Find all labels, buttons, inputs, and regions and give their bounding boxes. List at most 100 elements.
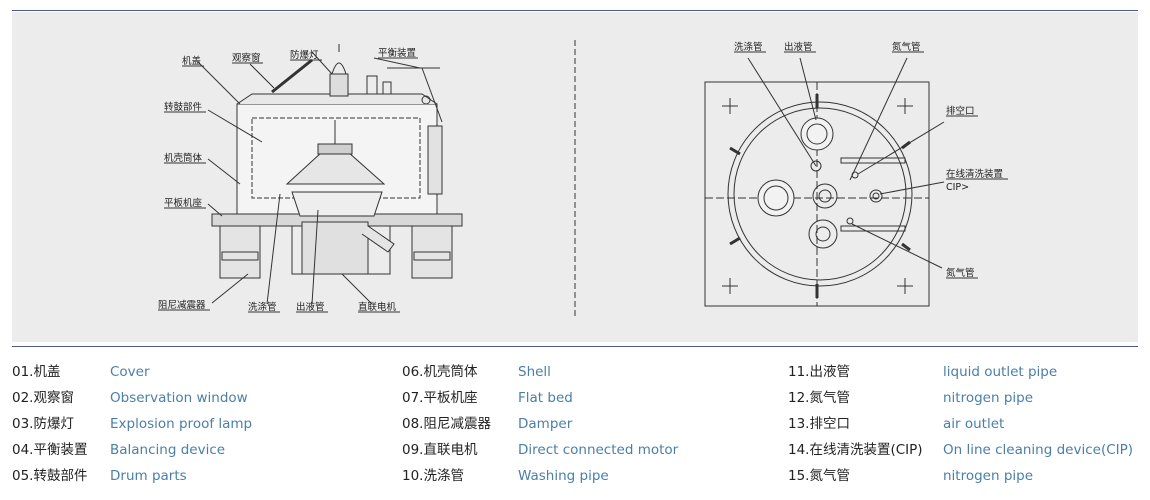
legend-cn: 05.转鼓部件 (12, 468, 88, 484)
legend-en: nitrogen pipe (943, 390, 1034, 406)
observation-window-shape (271, 58, 313, 94)
label-lamp: 防爆灯 (290, 49, 319, 61)
leader-top-wash (747, 57, 817, 167)
top-cip-port-shape (869, 189, 883, 203)
label-top-nitrogen: 氮气管 (892, 41, 921, 53)
lamp-top-shape (331, 62, 347, 75)
leader-top-nitrogen (849, 57, 908, 181)
top-pipe-b-shape (382, 81, 392, 95)
side-view-drawing (197, 44, 463, 305)
motor-shape (301, 221, 369, 275)
legend-en: nitrogen pipe (943, 468, 1034, 484)
legend-en: air outlet (943, 416, 1005, 432)
damper-left-band (221, 251, 259, 261)
top-view-labels: 洗涤管 出液管 氮气管 排空口 在线清洗装置 CIP> 氮气管 (734, 41, 1008, 279)
leader-top-nitrogen-2 (851, 223, 943, 269)
legend-en: On line cleaning device(CIP) (943, 442, 1134, 458)
legend-en: Cover (110, 364, 150, 380)
legend-en: Shell (518, 364, 551, 380)
hub-cap-shape (317, 143, 353, 155)
top-lower-port-inner (815, 226, 831, 242)
diagram-svg: 机盖 观察窗 防爆灯 平衡装置 转鼓部件 机壳筒体 平板机座 阻尼减震器 洗涤管… (158, 40, 1008, 318)
leader-bed (207, 203, 223, 217)
legend-en: Balancing device (110, 442, 226, 458)
legend-cn: 01.机盖 (12, 364, 61, 380)
leader-window (249, 63, 275, 89)
top-cip-port-inner (872, 192, 880, 200)
top-outlet-pipe-inner (806, 123, 828, 145)
legend-cn: 04.平衡装置 (12, 442, 88, 458)
label-top-cip2: CIP> (946, 182, 969, 193)
label-top-nitrogen-2: 氮气管 (946, 267, 975, 279)
top-lower-port-shape (808, 219, 838, 249)
side-view-labels: 机盖 观察窗 防爆灯 平衡装置 转鼓部件 机壳筒体 平板机座 阻尼减震器 洗涤管… (158, 47, 418, 313)
legend-cn: 13.排空口 (788, 416, 850, 432)
legend-en: Explosion proof lamp (110, 416, 253, 432)
leader-motor (341, 273, 373, 305)
leader-outlet (311, 209, 319, 305)
top-stud-nw (729, 146, 741, 156)
damper-right-band (413, 251, 451, 261)
legend-cn: 12.氮气管 (788, 390, 850, 406)
top-inner-shell-shape (733, 107, 907, 281)
legend-cn: 07.平板机座 (402, 390, 478, 406)
legend-cn: 10.洗涤管 (402, 468, 464, 484)
legend-en: Direct connected motor (518, 442, 679, 458)
top-stud-se (901, 242, 911, 252)
legend-en: Washing pipe (518, 468, 609, 484)
leader-balance (373, 57, 421, 69)
legend-cn: 03.防爆灯 (12, 416, 74, 432)
label-top-cip: 在线清洗装置 (946, 168, 1003, 180)
top-nitrogen-port-shape (846, 217, 854, 225)
legend-cn: 08.阻尼减震器 (402, 416, 491, 432)
leader-lamp (311, 51, 333, 75)
legend-en: liquid outlet pipe (943, 364, 1058, 380)
label-balance: 平衡装置 (378, 47, 416, 59)
legend-en: Observation window (110, 390, 248, 406)
label-shell: 机壳筒体 (164, 152, 203, 164)
leader-wash (266, 193, 281, 305)
label-damper: 阻尼减震器 (158, 299, 206, 311)
top-outer-shell-shape (727, 101, 913, 287)
top-view-drawing (704, 57, 945, 307)
top-stud-sw (729, 236, 741, 246)
leader-drum (207, 109, 263, 143)
diagram-panel: 机盖 观察窗 防爆灯 平衡装置 转鼓部件 机壳筒体 平板机座 阻尼减震器 洗涤管… (12, 12, 1138, 342)
lamp-shape (329, 73, 349, 97)
label-bed: 平板机座 (164, 197, 203, 209)
legend-cn: 02.观察窗 (12, 390, 74, 406)
top-bracket-lower (840, 225, 906, 232)
label-cover: 机盖 (182, 55, 202, 67)
label-outlet: 出液管 (296, 301, 325, 313)
top-rule (12, 10, 1138, 11)
legend-cn: 06.机壳筒体 (402, 364, 478, 380)
balance-link-shape (421, 67, 443, 123)
balance-pivot-shape (421, 95, 431, 105)
label-top-air: 排空口 (946, 105, 975, 117)
leader-top-cip (879, 181, 945, 195)
leader-damper (211, 273, 249, 304)
label-drum: 转鼓部件 (164, 101, 203, 113)
leader-shell (207, 158, 241, 185)
top-center-hub-inner (818, 189, 832, 203)
legend-en: Flat bed (518, 390, 573, 406)
legend-cn: 11.出液管 (788, 364, 850, 380)
legend-en: Damper (518, 416, 573, 432)
top-motor-shape (757, 179, 795, 217)
top-bracket-upper (840, 157, 906, 164)
label-wash: 洗涤管 (248, 301, 277, 313)
legend-cn: 14.在线清洗装置(CIP) (788, 442, 923, 458)
leader-top-outlet (799, 57, 817, 121)
label-top-outlet: 出液管 (784, 41, 813, 53)
legend-cn: 15.氮气管 (788, 468, 850, 484)
bottom-rule (12, 346, 1138, 347)
top-center-hub-shape (812, 183, 838, 209)
legend-cn: 09.直联电机 (402, 442, 478, 458)
top-pipe-a-shape (366, 75, 378, 95)
label-top-wash: 洗涤管 (734, 41, 763, 53)
legend-en: Drum parts (110, 468, 187, 484)
top-wash-port-shape (810, 160, 822, 172)
balance-cylinder-shape (427, 125, 443, 195)
label-window: 观察窗 (232, 52, 261, 64)
leader-top-air (857, 121, 945, 175)
